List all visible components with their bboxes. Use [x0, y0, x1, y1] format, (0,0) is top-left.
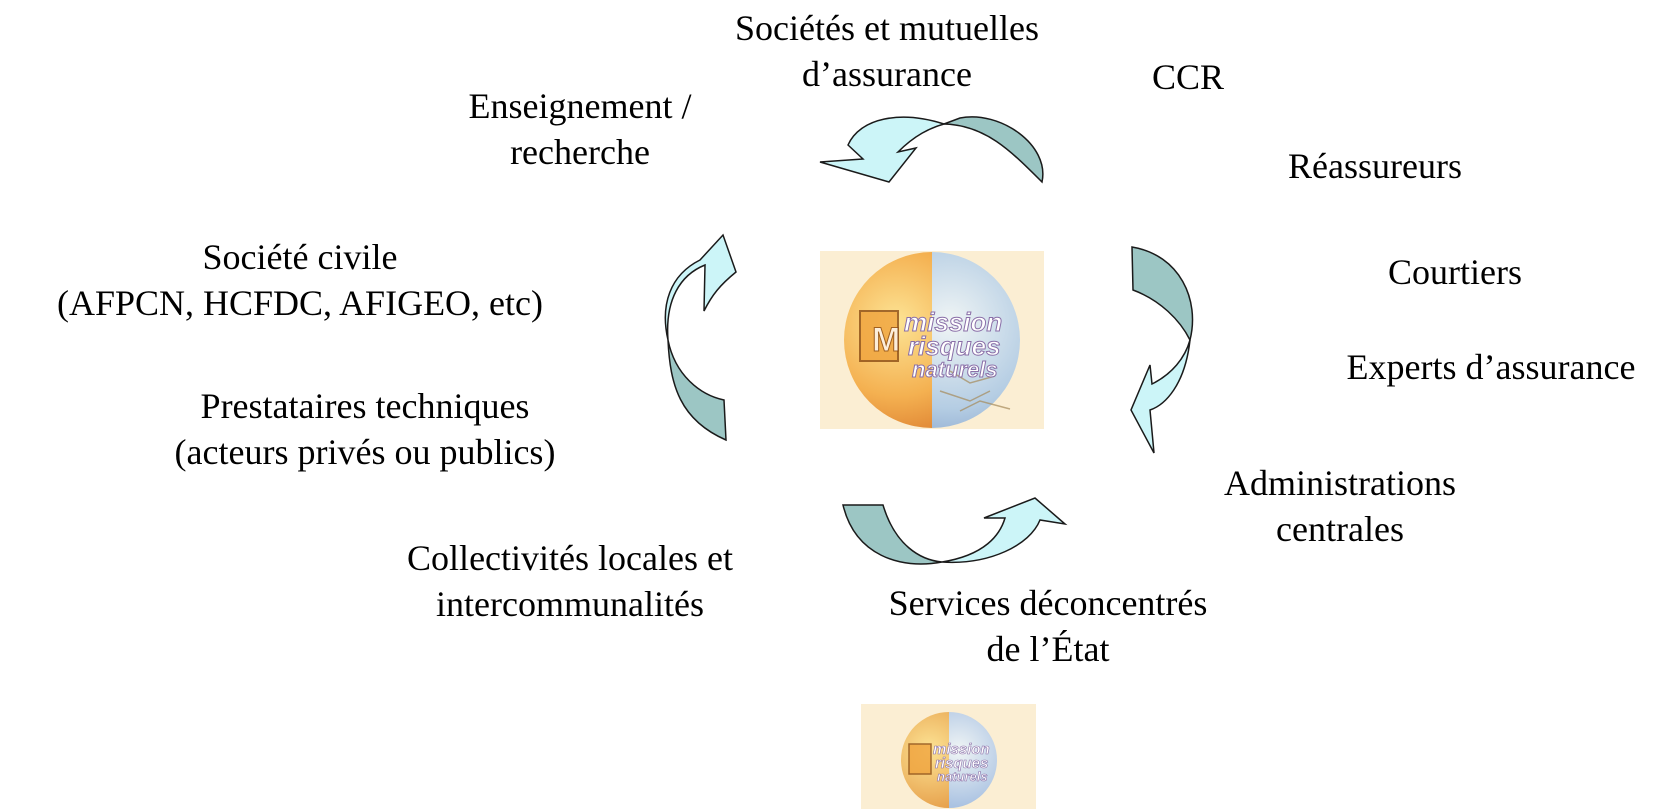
- label-line: Sociétés et mutuelles: [735, 8, 1039, 48]
- globe-small-icon: mission risques naturels: [861, 704, 1036, 809]
- globe-icon: M mission risques naturels: [820, 251, 1044, 429]
- label-administrations: Administrations centrales: [1190, 460, 1490, 552]
- label-line: Services déconcentrés: [888, 583, 1208, 623]
- svg-text:risques: risques: [908, 331, 1001, 361]
- label-line: Prestataires techniques: [200, 386, 530, 426]
- label-societe-civile: Société civile (AFPCN, HCFDC, AFIGEO, et…: [5, 234, 595, 326]
- label-line: intercommunalités: [436, 584, 704, 624]
- left-curved-arrow: [664, 233, 737, 442]
- svg-text:risques: risques: [935, 755, 988, 772]
- label-line: Réassureurs: [1288, 146, 1462, 186]
- label-collectivites: Collectivités locales et intercommunalit…: [360, 535, 780, 627]
- svg-text:naturels: naturels: [912, 357, 998, 382]
- svg-text:mission: mission: [904, 307, 1002, 337]
- label-line: CCR: [1151, 57, 1225, 97]
- label-prestataires: Prestataires techniques (acteurs privés …: [130, 383, 600, 475]
- label-line: (acteurs privés ou publics): [174, 432, 556, 472]
- label-line: Experts d’assurance: [1346, 347, 1636, 387]
- label-line: de l’État: [986, 629, 1110, 669]
- label-societes-assurance: Sociétés et mutuelles d’assurance: [702, 5, 1072, 97]
- label-services-deconcentres: Services déconcentrés de l’État: [848, 580, 1248, 672]
- label-line: Administrations: [1224, 463, 1456, 503]
- label-line: Collectivités locales et: [407, 538, 733, 578]
- label-line: recherche: [510, 132, 650, 172]
- center-logo: M mission risques naturels: [820, 251, 1044, 429]
- right-curved-arrow: [1130, 246, 1194, 454]
- label-line: Société civile: [202, 237, 398, 277]
- label-enseignement: Enseignement / recherche: [425, 83, 735, 175]
- svg-text:naturels: naturels: [937, 769, 988, 784]
- label-reassureurs: Réassureurs: [1255, 143, 1495, 189]
- label-ccr: CCR: [1133, 54, 1243, 100]
- top-curved-arrow: [819, 116, 1044, 184]
- svg-text:mission: mission: [933, 741, 990, 758]
- bottom-curved-arrow: [842, 497, 1068, 565]
- svg-text:M: M: [872, 321, 900, 359]
- label-line: centrales: [1276, 509, 1404, 549]
- label-courtiers: Courtiers: [1365, 249, 1545, 295]
- label-line: (AFPCN, HCFDC, AFIGEO, etc): [56, 283, 544, 323]
- label-line: Courtiers: [1388, 252, 1522, 292]
- label-line: d’assurance: [802, 54, 972, 94]
- bottom-logo: mission risques naturels: [861, 704, 1036, 809]
- label-experts: Experts d’assurance: [1318, 344, 1664, 390]
- label-line: Enseignement /: [468, 86, 692, 126]
